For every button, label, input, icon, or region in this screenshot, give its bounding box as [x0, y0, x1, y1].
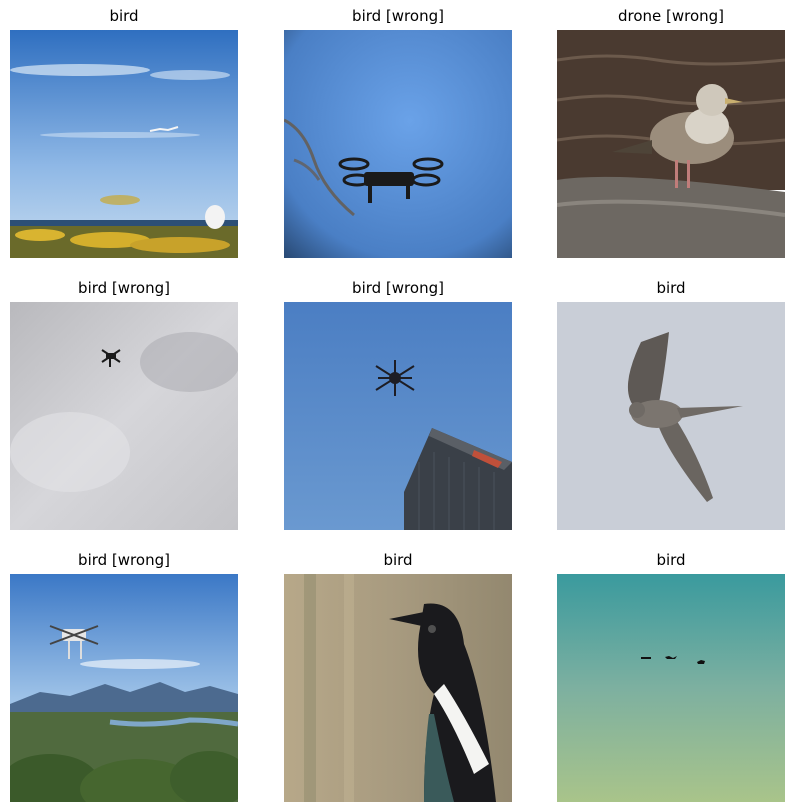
- panel-9-label: bird: [656, 551, 686, 569]
- panel-6-label: bird: [656, 279, 686, 297]
- panel-8-image: [284, 574, 512, 802]
- panel-9-image: [557, 574, 785, 802]
- panel-7-label: bird [wrong]: [78, 551, 170, 569]
- panel-8-label: bird: [383, 551, 413, 569]
- panel-4-image: [10, 302, 238, 530]
- panel-1-image: [10, 30, 238, 258]
- panel-5-label: bird [wrong]: [352, 279, 444, 297]
- panel-4-label: bird [wrong]: [78, 279, 170, 297]
- panel-5-image: [284, 302, 512, 530]
- panel-2-image: [284, 30, 512, 258]
- panel-3-image: [557, 30, 785, 258]
- panel-2-label: bird [wrong]: [352, 7, 444, 25]
- panel-6-image: [557, 302, 785, 530]
- panel-3-label: drone [wrong]: [617, 7, 725, 25]
- panel-7-image: [10, 574, 238, 802]
- panel-1-label: bird: [109, 7, 139, 25]
